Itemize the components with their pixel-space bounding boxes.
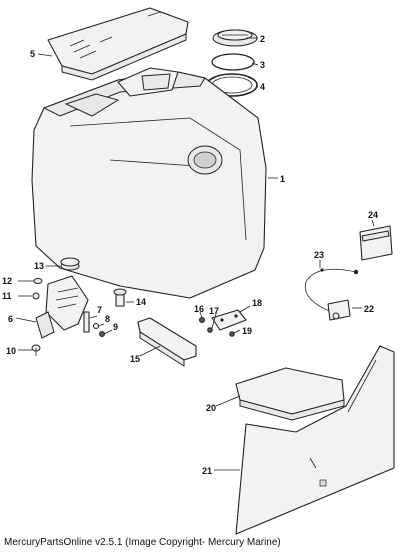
callout-16: 16 [194, 304, 204, 314]
leader-lines [15, 37, 375, 471]
part-12-clip [33, 278, 43, 284]
callout-1: 1 [280, 174, 285, 184]
part-14-bolt [113, 288, 127, 307]
callout-5: 5 [30, 49, 35, 59]
part-6-latch-bracket [35, 275, 89, 339]
part-2-cap [212, 29, 258, 47]
callout-18: 18 [252, 298, 262, 308]
part-18-plate [211, 309, 247, 331]
callout-4: 4 [260, 82, 265, 92]
part-10-screw [31, 344, 41, 356]
part-8-washer [93, 323, 99, 329]
part-24-pad [359, 225, 393, 261]
callout-6: 6 [8, 314, 13, 324]
callout-14: 14 [136, 297, 146, 307]
callout-17: 17 [209, 306, 219, 316]
part-20-cushion [235, 367, 345, 421]
callout-10: 10 [6, 346, 16, 356]
part-15-strip [137, 317, 197, 367]
callout-9: 9 [113, 322, 118, 332]
callout-20: 20 [206, 403, 216, 413]
part-17-screw [207, 327, 213, 333]
callout-11: 11 [2, 291, 12, 301]
callout-15: 15 [130, 354, 140, 364]
callout-13: 13 [34, 261, 44, 271]
part-11-nut [32, 292, 40, 300]
callout-19: 19 [242, 326, 252, 336]
callout-24: 24 [368, 210, 378, 220]
callout-7: 7 [97, 305, 102, 315]
copyright-credit: MercuryPartsOnline v2.5.1 (Image Copyrig… [4, 537, 281, 548]
part-19-screw [229, 331, 235, 337]
part-16-screw [199, 317, 205, 323]
part-3-seal [211, 53, 255, 71]
part-22-switch [327, 299, 351, 321]
part-7-strip [83, 311, 90, 333]
part-13-grommet [60, 257, 80, 271]
part-21-side-panel [235, 345, 395, 535]
part-23-cable [304, 268, 359, 313]
part-5-vent-cover [47, 7, 189, 81]
callout-12: 12 [2, 276, 12, 286]
part-1-cowl [31, 67, 267, 299]
callout-2: 2 [260, 34, 265, 44]
callout-labels: 1 2 3 4 5 6 7 8 9 10 11 12 13 14 15 16 1… [2, 34, 378, 476]
callout-23: 23 [314, 250, 324, 260]
part-9-screw [99, 331, 105, 337]
callout-21: 21 [202, 466, 212, 476]
callout-8: 8 [105, 314, 110, 324]
callout-22: 22 [364, 304, 374, 314]
callout-3: 3 [260, 60, 265, 70]
